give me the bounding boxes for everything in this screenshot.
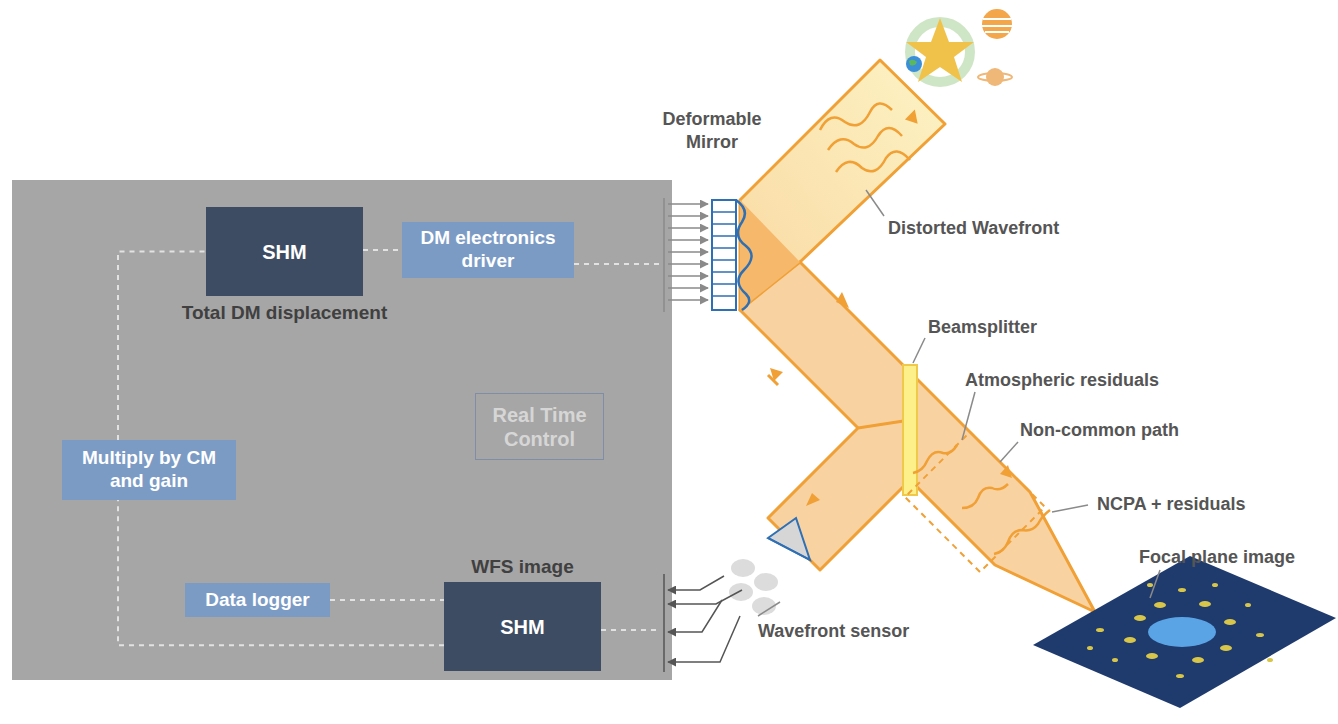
box-text: SHM: [262, 240, 306, 264]
dashed-signal-line: [330, 599, 444, 601]
box-heading: WFS image: [414, 556, 631, 578]
part-label: Distorted Wavefront: [888, 217, 1108, 240]
hardware-wire: [574, 263, 660, 265]
shm-box: WFS imageSHM: [444, 582, 601, 671]
logger-box: Data logger: [185, 583, 330, 617]
box-text: Data logger: [205, 589, 310, 612]
part-label: Wavefront sensor: [758, 620, 958, 643]
dashed-signal-line: [118, 252, 206, 441]
box-text: Real Time Control: [482, 403, 597, 451]
hardware-wire: [601, 629, 660, 631]
part-label: Beamsplitter: [928, 316, 1088, 339]
box-text: SHM: [500, 615, 544, 639]
box-heading: Total DM displacement: [176, 302, 393, 324]
process-box: Multiply by CM and gain: [62, 440, 236, 500]
part-label: Non-common path: [1020, 419, 1220, 442]
part-label: Deformable Mirror: [652, 108, 772, 153]
driver-box: DM electronics driver: [402, 222, 574, 278]
box-text: Multiply by CM and gain: [69, 447, 229, 493]
rtc-box: Real Time Control: [475, 393, 604, 460]
shm-box: SHMTotal DM displacement: [206, 207, 363, 296]
dashed-signal-line: [363, 249, 402, 251]
box-text: DM electronics driver: [409, 227, 567, 273]
part-label: NCPA + residuals: [1097, 493, 1297, 516]
part-label: Focal plane image: [1139, 546, 1334, 569]
dashed-signal-line: [118, 500, 444, 645]
part-label: Atmospheric residuals: [965, 369, 1205, 392]
